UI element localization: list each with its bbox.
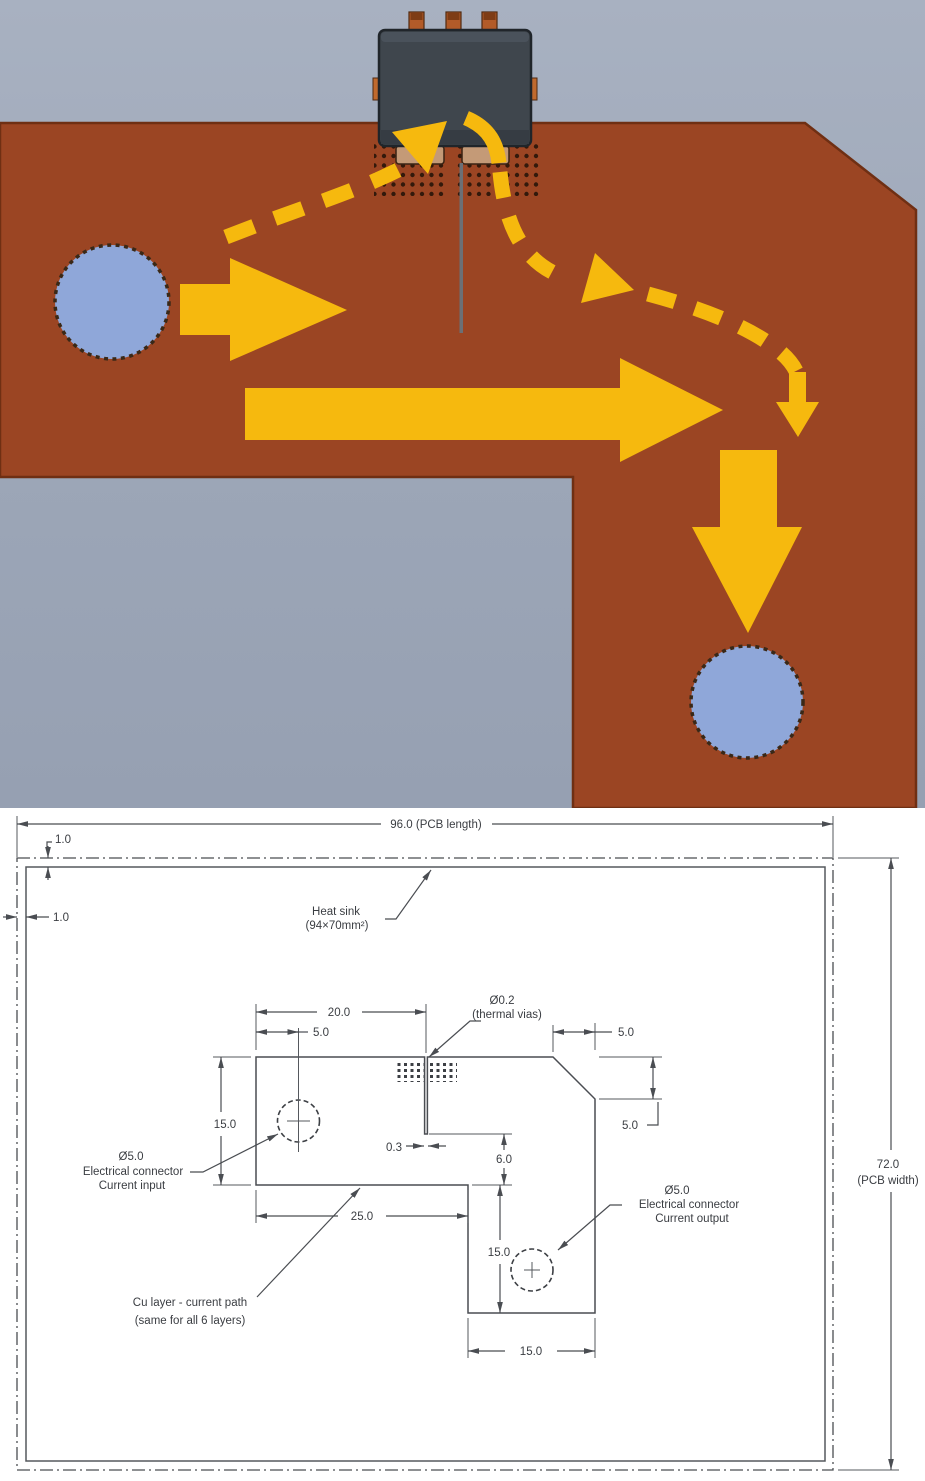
- power-mosfet-package: [372, 11, 538, 148]
- pcb-outline: [16, 857, 834, 1471]
- small-down-arrow: [776, 372, 819, 437]
- input-connector-label-2: Electrical connector: [83, 1166, 184, 1178]
- pcb-3d-render: [0, 0, 925, 808]
- dashed-path-left: [223, 163, 402, 244]
- dashed-path-right-b: [646, 286, 803, 375]
- dim-15-strip: 15.0: [488, 1247, 510, 1259]
- dim-5-chamfer-v: 5.0: [622, 1120, 638, 1132]
- cu-layer-label-2: (same for all 6 layers): [135, 1315, 246, 1327]
- solid-hook-from-component: [462, 111, 507, 165]
- dim-15-left: 15.0: [214, 1119, 236, 1131]
- pcb-length-dim: 96.0 (PCB length): [390, 819, 482, 831]
- dim-15-bottom: 15.0: [520, 1346, 542, 1358]
- lead-tip: [483, 13, 496, 20]
- thermal-vias-drawing-left: [395, 1063, 424, 1082]
- margin-left-dim: 1.0: [53, 912, 69, 924]
- output-connector-label-2: Electrical connector: [639, 1199, 740, 1211]
- dimension-lines: [3, 816, 899, 1471]
- input-arrow: [180, 258, 347, 361]
- dim-6: 6.0: [496, 1154, 512, 1166]
- component-body: [377, 28, 533, 148]
- lead-tip: [447, 13, 460, 20]
- heat-sink-label-2: (94×70mm²): [306, 920, 369, 932]
- component-bevel: [381, 32, 529, 42]
- via-dia-label-2: (thermal vias): [472, 1009, 542, 1021]
- dashed-path-right-a: [492, 171, 556, 279]
- output-connector-symbol: [510, 1248, 554, 1292]
- copper-current-path-arrows: [180, 258, 819, 633]
- dimension-labels: 96.0 (PCB length) 72.0 (PCB width) 1.0 1…: [53, 819, 919, 1358]
- input-connector-label-1: Ø5.0: [119, 1151, 144, 1163]
- pcb-dimension-drawing: 96.0 (PCB length) 72.0 (PCB width) 1.0 1…: [0, 808, 925, 1481]
- heat-sink-label-1: Heat sink: [312, 906, 360, 918]
- arrowhead-into-component: [392, 121, 447, 174]
- via-dia-label-1: Ø0.2: [490, 995, 515, 1007]
- down-arrow-to-output: [692, 450, 802, 633]
- heat-sink-outline: [25, 866, 826, 1462]
- lead-tip: [410, 13, 423, 20]
- dim-0-3: 0.3: [386, 1142, 402, 1154]
- pcb-width-dim-value: 72.0: [877, 1159, 899, 1171]
- component-current-path-arrows: [223, 111, 803, 375]
- margin-top-dim: 1.0: [55, 834, 71, 846]
- cu-layer-label-1: Cu layer - current path: [133, 1297, 247, 1309]
- output-connector-label-1: Ø5.0: [665, 1185, 690, 1197]
- input-connector-label-3: Current input: [99, 1180, 166, 1192]
- copper-slot: [459, 163, 463, 333]
- dim-20: 20.0: [328, 1007, 350, 1019]
- dim-25: 25.0: [351, 1211, 373, 1223]
- output-connector-label-3: Current output: [655, 1213, 729, 1225]
- current-output-hole: [689, 644, 805, 760]
- current-input-hole: [53, 243, 171, 361]
- drawing-background: [0, 808, 925, 1481]
- dim-5-input: 5.0: [313, 1027, 329, 1039]
- mid-path-arrowhead: [581, 253, 634, 303]
- cu-layer-shape: [255, 1056, 596, 1314]
- pcb-width-dim-caption: (PCB width): [857, 1175, 919, 1187]
- thermal-vias-drawing-right: [429, 1063, 457, 1082]
- main-horizontal-arrow: [245, 358, 723, 462]
- dim-5-chamfer-h: 5.0: [618, 1027, 634, 1039]
- input-connector-symbol: [276, 1028, 321, 1152]
